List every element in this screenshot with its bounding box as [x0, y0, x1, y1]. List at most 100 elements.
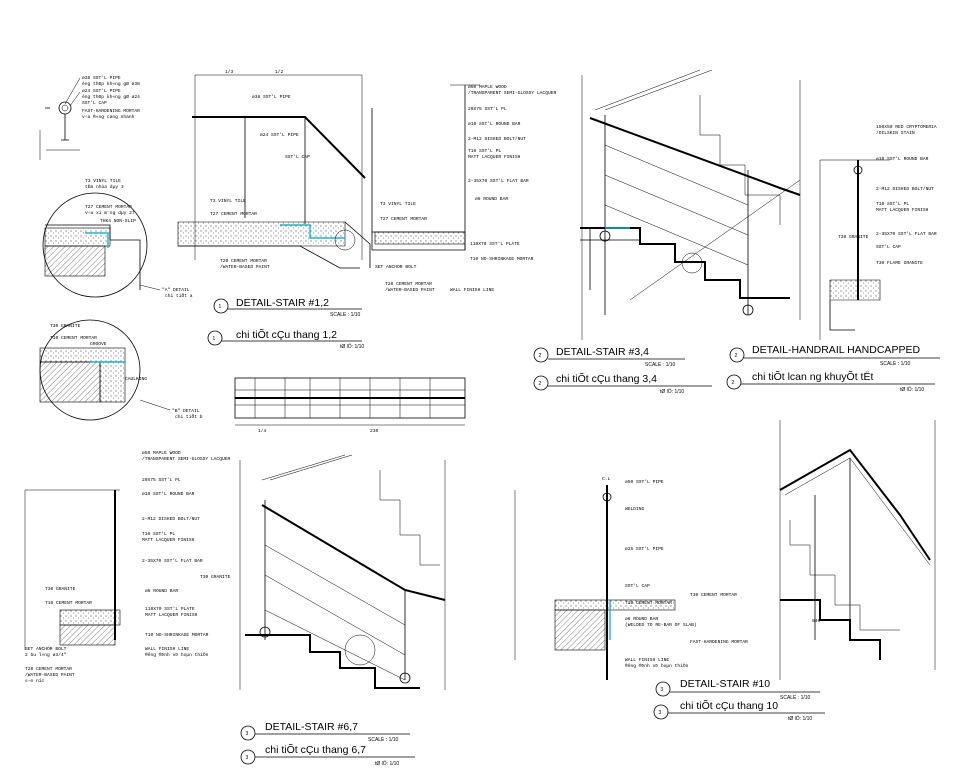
note: THK4 NON-SLIP — [100, 218, 136, 224]
note: T10 NO-SHRINKAGE MORTAR — [470, 256, 534, 262]
detail-number: 3 — [246, 731, 249, 737]
note: CAULKING — [125, 376, 147, 382]
note: v÷a xi m¨ng dµy 27 — [85, 210, 135, 216]
note: T27 CEMENT MORTAR — [380, 216, 427, 222]
note: ø38 SST'L PIPE — [252, 94, 291, 100]
sub-detail-label-vn: chi tiÕt a — [165, 292, 193, 299]
detail-title-vn: chi tiÕt lcan ng khuyÕt tËt — [752, 370, 873, 383]
note: T30 CEMENT MORTAR — [690, 592, 737, 598]
detail-title: DETAIL-STAIR #3,4 — [556, 346, 649, 358]
note: 20X75 SST'L PL — [468, 106, 507, 112]
detail-number: 2 — [539, 353, 542, 359]
detail-a-circle: T3 VINYL TILE tÊm nhùa dµy 3 T27 CEMENT … — [42, 178, 193, 299]
title-block-3-4: 2 DETAIL-STAIR #3,4 SCALE : 1/10 2 chi t… — [533, 346, 712, 395]
note: FAST-HARDENING MORTAR — [690, 639, 748, 645]
note: T20 CEMENT MORTAR — [25, 666, 72, 672]
detail-scale: SCALE : 1/10 — [368, 737, 399, 743]
note: T10 SST'L PL — [876, 201, 909, 207]
note: /WATER-BASED PAINT — [385, 287, 435, 293]
note: SST'L CAP — [876, 244, 901, 250]
detail-scale: SCALE : 1/10 — [645, 362, 676, 368]
note: WALL FINISH LINE — [625, 657, 669, 663]
stair-1-2-section: ø50 MAPLE WOOD /TRANSPARENT SEMI-GLOSSY … — [371, 84, 556, 293]
note: 150X50 RED CRYPTOMERIA — [876, 124, 937, 130]
note: SET ANCHOR BOLT — [25, 646, 67, 652]
dim-label: 840 — [812, 618, 821, 624]
note: SST'L CAP — [625, 583, 650, 589]
note: ø6 ROUND BAR — [475, 196, 508, 202]
note: v÷a ®«ng cøng nhanh — [82, 113, 135, 120]
detail-scale-vn: tØ lÖ: 1/10 — [788, 715, 812, 722]
note: T10 SST'L PL — [142, 531, 175, 537]
stair-plan-strip: 1/4 230 — [234, 377, 466, 434]
note: WALL FINISH LINE — [145, 646, 189, 652]
sub-detail-label-vn: chi tiÕt b — [175, 413, 203, 420]
note: MATT LACQUER FINISH — [876, 207, 929, 213]
detail-title-vn: chi tiÕt cÇu thang 1,2 — [236, 328, 337, 341]
detail-title-vn: chi tiÕt cÇu thang 10 — [680, 699, 778, 712]
note: s¬n n­íc — [25, 678, 45, 684]
note: WELDING — [625, 506, 645, 512]
detail-title: DETAIL-STAIR #1,2 — [236, 297, 329, 309]
note: T3 VINYL TILE — [210, 198, 246, 204]
detail-stair-6-7-drawing — [239, 454, 446, 690]
title-block-1-2: 1 DETAIL-STAIR #1,2 SCALE : 1/10 1 chi t… — [207, 297, 364, 350]
note: GROOVE — [90, 341, 107, 347]
note: ø6 ROUND BAR — [145, 588, 178, 594]
note: ø38 SST'L PIPE — [82, 75, 121, 81]
note: T10 CEMENT MORTAR — [45, 600, 92, 606]
detail-number: 2 — [539, 381, 542, 387]
note: ø10 SST'L ROUND BAR — [876, 156, 929, 162]
note: SET ANCHOR BOLT — [375, 264, 417, 270]
note: ø50 SST'L PIPE — [625, 479, 664, 485]
detail-scale-vn: tØ lÖ: 1/10 — [900, 386, 924, 393]
detail-scale: SCALE : 1/10 — [880, 361, 911, 367]
note: 20X75 SST'L PL — [142, 477, 181, 483]
handrail-section-detail — [39, 77, 81, 160]
note: T3 VINYL TILE — [380, 201, 416, 207]
note: FAST-HARDENING MORTAR — [82, 108, 140, 114]
title-block-10: 3 DETAIL-STAIR #10 SCALE : 1/10 3 chi ti… — [653, 678, 825, 722]
detail-scale-vn: tØ lÖ: 1/10 — [660, 388, 684, 395]
detail-handrail-handicapped-drawing: 150X50 RED CRYPTOMERIA /OILSKIN STAIN ø1… — [819, 124, 937, 340]
note: SST'L CAP — [285, 154, 310, 160]
note: T10 SST'L PL — [468, 148, 501, 154]
note: T20 CEMENT MORTAR — [385, 281, 432, 287]
detail-title: DETAIL-HANDRAIL HANDCAPPED — [752, 344, 920, 356]
note: ®­êng ®Þnh vÞ hoµn thiÖn — [145, 651, 209, 658]
note: WALL FINISH LINE — [450, 287, 494, 293]
note: SST'L CAP — [82, 100, 107, 106]
detail-scale: SCALE : 1/10 — [780, 695, 811, 701]
note: ®­êng ®Þnh vÞ hoµn thiÖn — [625, 662, 689, 669]
detail-number: 3 — [661, 687, 664, 693]
dim-label: 1/4 — [258, 428, 267, 434]
detail-scale-vn: tØ lÖ: 1/10 — [340, 343, 364, 350]
note: èng thÐp kh«ng gØ ø24 — [82, 93, 140, 100]
detail-number: 1 — [213, 336, 216, 342]
note: 110X70 SST'L PLATE — [470, 241, 520, 247]
note: T30 GRANITE — [50, 323, 81, 329]
detail-stair-3-4-drawing — [580, 69, 801, 340]
note: T10 NO-SHRINKAGE MORTAR — [145, 632, 209, 638]
dim-label: 1/3 — [225, 69, 234, 75]
detail-stair-10-drawing: 840 — [779, 420, 936, 680]
sub-detail-label: "B" DETAIL — [172, 408, 200, 414]
note: 2-35X70 SST'L FLAT BAR — [468, 178, 529, 184]
note: MATT LACQUER FINISH — [142, 537, 195, 543]
note: ø25 SST'L PIPE — [625, 546, 664, 552]
dim-label: 230 — [370, 428, 379, 434]
note: ø24 SST'L PIPE — [82, 88, 121, 94]
detail-title: DETAIL-STAIR #6,7 — [265, 721, 358, 733]
note: ø50 MAPLE WOOD — [468, 84, 507, 90]
note: ø24 SST'L PIPE — [260, 132, 299, 138]
detail-number: 3 — [659, 710, 662, 716]
note: 2-M12 DISHED BOLT/NUT — [142, 516, 200, 522]
note: ø6 ROUND BAR — [625, 616, 658, 622]
note: ø10 SST'L ROUND BAR — [468, 121, 521, 127]
dim-label: C.L — [602, 476, 611, 482]
note: tÊm nhùa dµy 3 — [85, 183, 124, 190]
note: (WELDED TO RE-BAR OF SLAB) — [625, 622, 697, 628]
note: T30 GRANITE — [200, 574, 231, 580]
title-block-handrail: 2 DETAIL-HANDRAIL HANDCAPPED SCALE : 1/1… — [726, 344, 940, 393]
